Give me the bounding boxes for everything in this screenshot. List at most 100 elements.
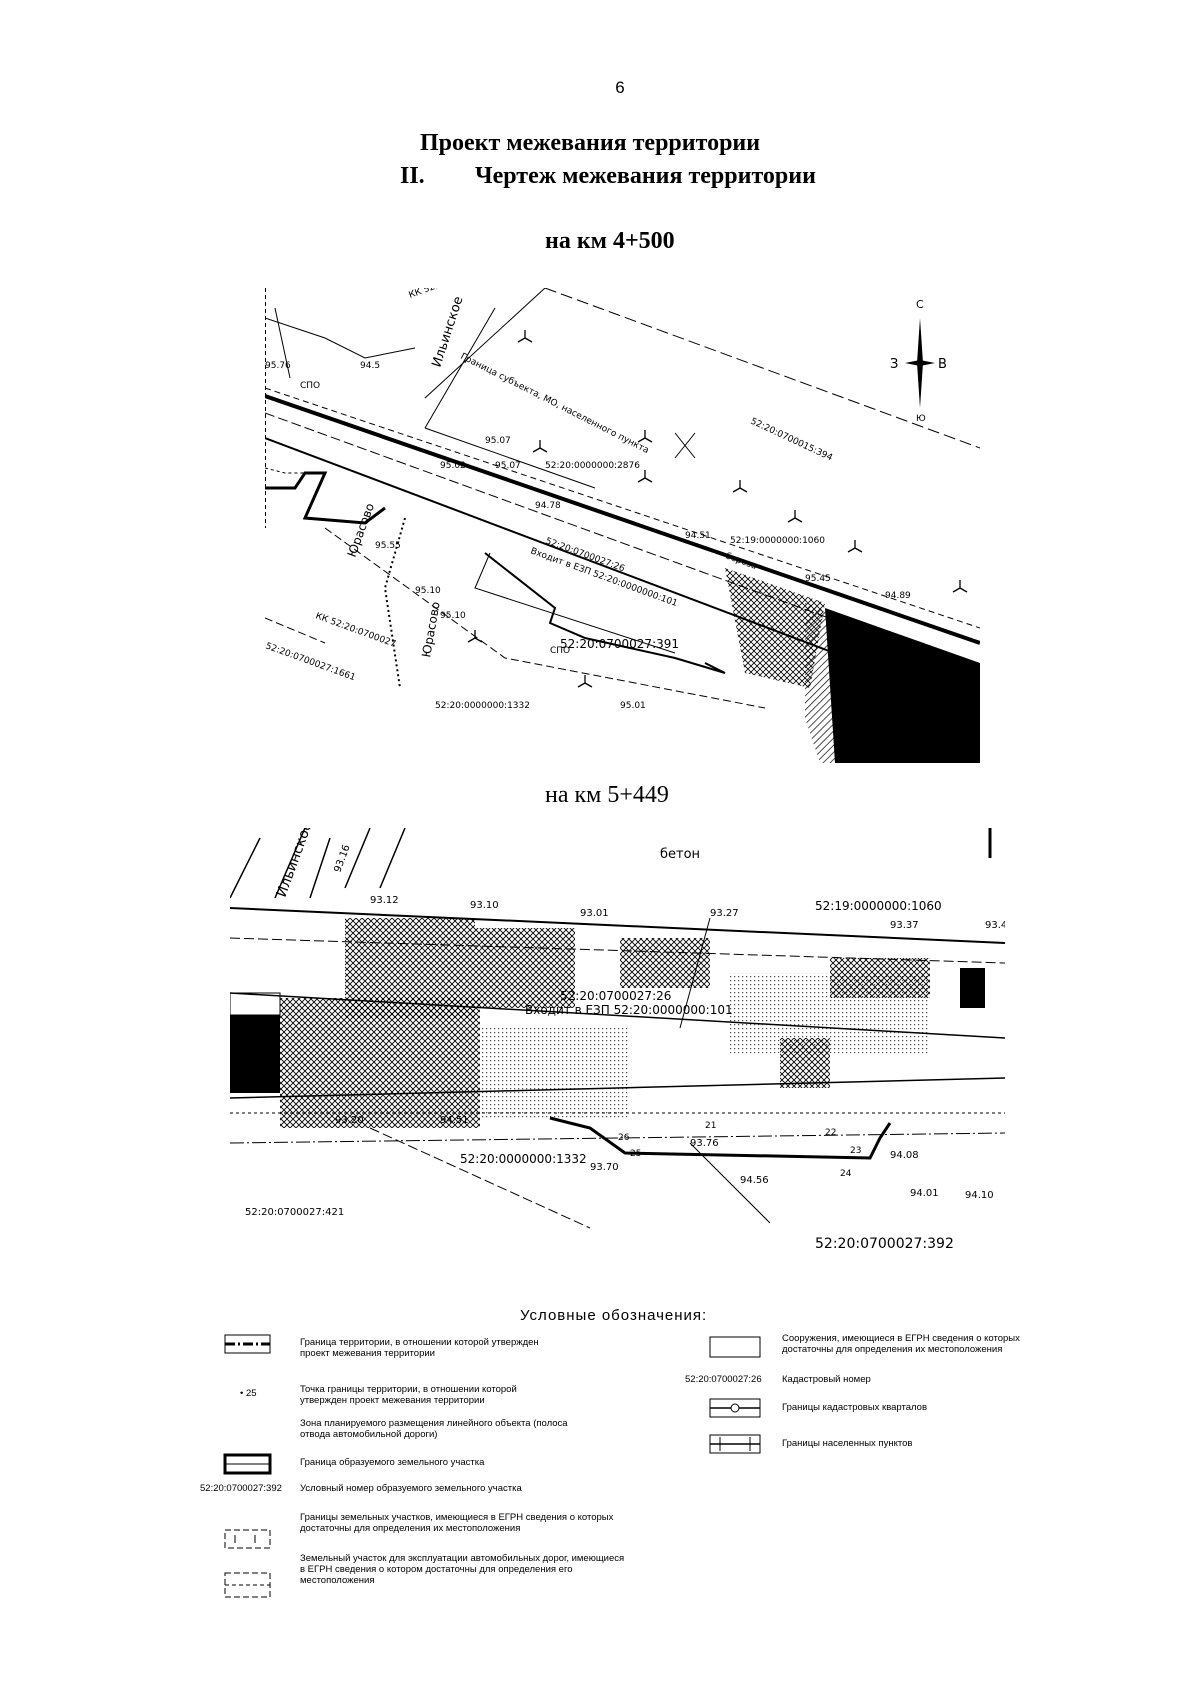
map1-height-11: 95.76: [265, 361, 291, 371]
map2-point-23: 23: [850, 1146, 861, 1156]
map1-spo-1: СПО: [300, 381, 320, 391]
map1-height-8: 95.01: [620, 701, 646, 711]
dashed-line-left: [265, 617, 326, 644]
hatch-zone-2: [475, 928, 575, 1008]
hatch-zone-3: [620, 938, 710, 988]
legend-samples-left: [223, 1334, 272, 1598]
map2-point-22: 22: [825, 1128, 836, 1138]
cadastral-quarter-line: [324, 527, 766, 709]
road-edge-top: [265, 394, 980, 645]
map1-height-2: 95.02: [440, 461, 466, 471]
map1-height-3: 95.07: [495, 461, 521, 471]
map-km-5449: Ильинское бетон 52:19:0000000:1060 52:20…: [230, 828, 1005, 1252]
map1-height-9: 94.51: [685, 531, 711, 541]
map2-point-24: 24: [840, 1169, 852, 1179]
legend-sample-formed-number: 52:20:0700027:392: [200, 1483, 282, 1494]
map2-parcel-26: 52:20:0700027:26: [560, 989, 671, 1003]
structure-block-right: [960, 968, 985, 1008]
territory-boundary: [265, 387, 980, 629]
dot-line: [265, 467, 305, 474]
map1-street-2: Юрасово: [419, 601, 443, 659]
compass-west: З: [890, 357, 898, 372]
legend-item-egrn-parcels: Границы земельных участков, имеющиеся в …: [300, 1512, 614, 1534]
map2-height-15: 93.4: [985, 920, 1005, 931]
section-number: II.: [400, 163, 425, 189]
dot-zone-1: [480, 1028, 630, 1118]
map1-height-10: 94.89: [885, 591, 911, 601]
parcel-391-boundary: [484, 552, 726, 674]
legend-item-territory-boundary: Граница территории, в отношении которой …: [300, 1337, 539, 1359]
contour-line: [265, 317, 416, 359]
map2-height-8: 93.76: [690, 1138, 719, 1149]
compass-north: С: [916, 298, 924, 311]
parcel-line-4: [424, 427, 596, 489]
legend-item-cadastral-quarters: Границы кадастровых кварталов: [782, 1402, 928, 1413]
map1-parcel-1332: 52:20:0000000:1332: [435, 701, 530, 711]
map1-height-13: 95.45: [805, 574, 831, 584]
map1-height-7: 95.10: [440, 611, 466, 621]
map1-parcel-1661: 52:20:0700027:1661: [265, 641, 357, 683]
map2-parcel-26-ezp: Входит в ЕЗП 52:20:0000000:101: [525, 1003, 733, 1017]
map1-caption: на км 4+500: [545, 228, 675, 254]
map1-height-12: 94.5: [360, 361, 380, 371]
street-line: [383, 517, 406, 689]
map2-height-10: 94.56: [740, 1175, 769, 1186]
map2-parcel-1332: 52:20:0000000:1332: [460, 1152, 587, 1166]
legend-item-linear-zone: Зона планируемого размещения линейного о…: [300, 1418, 568, 1440]
legend-sample-point: • 25: [240, 1388, 257, 1399]
structure-block-left: [230, 1013, 280, 1093]
map2-caption: на км 5+449: [545, 782, 669, 808]
hatch-zone-5: [830, 958, 930, 998]
map2-point-25: 25: [630, 1149, 641, 1159]
map2-height-3: 93.01: [580, 908, 609, 919]
map2-height-14: 93.16: [332, 843, 352, 874]
cross-zone: [725, 568, 825, 688]
map2-parcel-392: 52:20:0700027:392: [815, 1236, 954, 1252]
map2-height-9: 93.70: [590, 1162, 619, 1173]
contour-line-2: [274, 307, 291, 379]
compass-rose-icon: С Ю З В: [890, 298, 947, 424]
map1-kk-top: КК 52:20:0700015: [408, 288, 491, 301]
map1-parcel-394: 52:20:0700015:394: [749, 417, 834, 464]
map-km-4500: КК 52:20:0700015 Ильинское Граница субъе…: [265, 288, 980, 763]
legend-item-structures: Сооружения, имеющиеся в ЕГРН сведения о …: [782, 1333, 1020, 1355]
map1-parcel-2876: 52:20:0000000:2876: [545, 461, 640, 471]
map1-parcel-1060: 52:19:0000000:1060: [730, 536, 825, 546]
legend-samples-right: [709, 1336, 761, 1454]
parcel-line-2: [424, 288, 546, 399]
hatch-zone-6: [780, 1038, 830, 1088]
map1-spo-2: СПО: [550, 646, 570, 656]
hatch-zone-4: [280, 998, 480, 1128]
structure-fill: [825, 608, 980, 763]
map2-height-6: 93.20: [335, 1115, 364, 1126]
map2-height-1: 93.12: [370, 895, 399, 906]
map1-parcel-391: 52:20:0700027:391: [560, 637, 679, 651]
map2-height-2: 93.10: [470, 900, 499, 911]
map2-kk-line: [230, 1132, 1005, 1144]
map2-road-lines-left: [230, 828, 406, 899]
formed-parcel-boundary: [265, 471, 386, 525]
tree-symbols: [467, 330, 968, 688]
legend-item-boundary-point: Точка границы территории, в отношении ко…: [300, 1384, 517, 1406]
map2-height-11: 94.08: [890, 1150, 919, 1161]
map2-parcel-421: 52:20:0700027:421: [245, 1207, 344, 1218]
parcel-line-3: [424, 307, 496, 429]
legend-item-settlements: Границы населенных пунктов: [782, 1438, 913, 1449]
parcel-392-boundary: [549, 1116, 892, 1160]
parcel-line-1: [544, 288, 980, 449]
legend-item-cadastral-number: Кадастровый номер: [782, 1374, 871, 1385]
page-title: Проект межевания территории: [420, 130, 761, 156]
map1-kk-bottom: КК 52:20:0700027: [314, 611, 397, 649]
leader-1060: [679, 917, 711, 1029]
map2-dashed-diag: [369, 1127, 591, 1229]
map2-beton: бетон: [660, 847, 700, 862]
leader-392: [689, 1142, 771, 1224]
structure-block-left-top: [230, 992, 281, 1016]
map2-point-26: 26: [618, 1133, 630, 1143]
page-number: 6: [615, 78, 625, 97]
map2-height-13: 94.10: [965, 1190, 994, 1201]
legend-sample-cadastral: 52:20:0700027:26: [685, 1374, 762, 1385]
map2-road-name: Ильинское: [274, 828, 316, 899]
map2-parcel-1060: 52:19:0000000:1060: [815, 899, 942, 913]
map2-road-axis-1: [230, 992, 1005, 1039]
